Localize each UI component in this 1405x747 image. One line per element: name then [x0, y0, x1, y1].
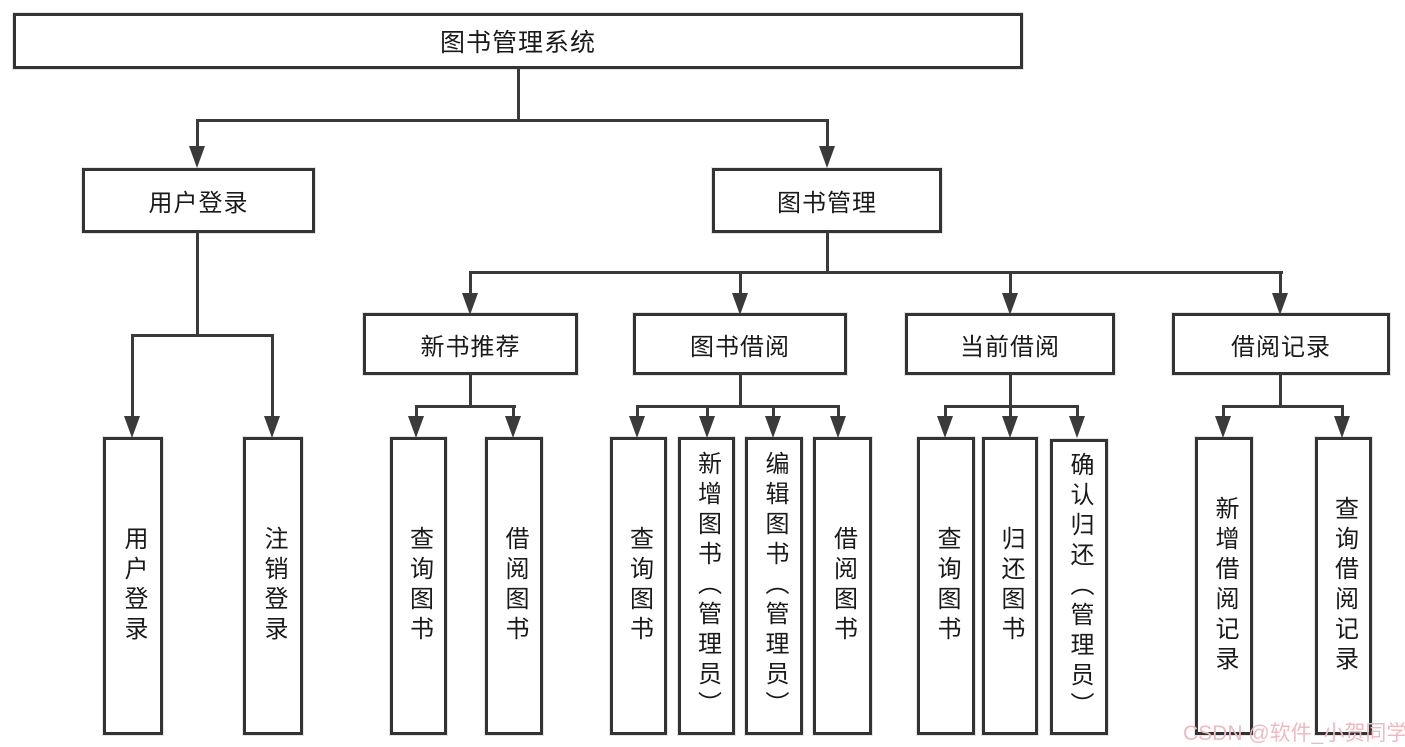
connector-line: [1009, 271, 1012, 297]
leaf-borrow-books-1: 借阅图书: [485, 437, 543, 735]
leaf-label: 用户登录: [120, 526, 147, 646]
node-book-management: 图书管理: [712, 168, 942, 233]
connector-line: [1279, 373, 1282, 408]
connector-line: [469, 271, 1283, 274]
node-library-management-system: 图书管理系统: [13, 13, 1023, 69]
leaf-label: 查询图书: [933, 526, 960, 646]
arrow-down-icon: [1002, 293, 1018, 315]
connector-line: [837, 405, 840, 419]
connector-line: [131, 334, 274, 337]
connector-line: [469, 271, 472, 297]
leaf-confirm-return-admin: 确认归还（管理员）: [1050, 439, 1108, 735]
leaf-label: 编辑图书（管理员）: [761, 451, 788, 721]
node-current-borrowing: 当前借阅: [905, 313, 1115, 375]
connector-line: [826, 119, 829, 150]
connector-line: [512, 405, 515, 419]
arrow-down-icon: [699, 416, 715, 438]
leaf-borrow-books-2: 借阅图书: [813, 437, 872, 735]
leaf-label: 归还图书: [997, 526, 1024, 646]
leaf-query-books-3: 查询图书: [917, 437, 975, 735]
connector-line: [739, 373, 742, 408]
arrow-down-icon: [830, 416, 846, 438]
arrow-down-icon: [1215, 416, 1231, 438]
connector-line: [1222, 405, 1225, 419]
leaf-label: 注销登录: [260, 526, 287, 646]
connector-line: [415, 405, 418, 419]
arrow-down-icon: [629, 416, 645, 438]
arrow-down-icon: [765, 416, 781, 438]
node-borrowing-records: 借阅记录: [1172, 313, 1390, 375]
arrow-down-icon: [937, 416, 953, 438]
connector-line: [469, 373, 472, 408]
leaf-query-borrow-record: 查询借阅记录: [1315, 437, 1372, 735]
connector-line: [196, 231, 199, 337]
connector-line: [739, 271, 742, 297]
connector-line: [1222, 405, 1344, 408]
leaf-add-books-admin: 新增图书（管理员）: [678, 437, 735, 735]
leaf-label: 查询借阅记录: [1330, 496, 1358, 676]
connector-line: [636, 405, 639, 419]
arrow-down-icon: [189, 146, 205, 168]
connector-line: [706, 405, 709, 419]
leaf-user-login: 用户登录: [103, 437, 163, 735]
connector-line: [1279, 271, 1282, 297]
arrow-down-icon: [408, 416, 424, 438]
leaf-add-borrow-record: 新增借阅记录: [1195, 437, 1253, 735]
connector-line: [415, 405, 516, 408]
leaf-return-books: 归还图书: [982, 437, 1038, 735]
connector-line: [1076, 405, 1079, 419]
connector-line: [1009, 373, 1012, 408]
arrow-down-icon: [1272, 293, 1288, 315]
connector-line: [826, 231, 829, 274]
arrow-down-icon: [732, 293, 748, 315]
arrow-down-icon: [1069, 416, 1085, 438]
leaf-edit-books-admin: 编辑图书（管理员）: [745, 437, 803, 735]
arrow-down-icon: [124, 416, 140, 438]
connector-line: [196, 119, 829, 122]
connector-line: [1341, 405, 1344, 419]
arrow-down-icon: [1002, 416, 1018, 438]
connector-line: [636, 405, 840, 408]
connector-line: [271, 334, 274, 419]
connector-line: [1009, 405, 1012, 419]
leaf-query-books-2: 查询图书: [610, 437, 667, 735]
leaf-label: 新增图书（管理员）: [693, 451, 721, 721]
leaf-query-books-1: 查询图书: [390, 437, 447, 735]
node-new-book-recommendation: 新书推荐: [363, 313, 578, 375]
arrow-down-icon: [1334, 416, 1350, 438]
leaf-label: 新增借阅记录: [1211, 496, 1238, 676]
arrow-down-icon: [505, 416, 521, 438]
csdn-watermark: CSDN @软件_小贺同学: [1183, 722, 1405, 745]
leaf-label: 查询图书: [625, 526, 653, 646]
node-user-login: 用户登录: [82, 168, 315, 233]
leaf-label: 借阅图书: [501, 526, 528, 646]
leaf-label: 查询图书: [405, 526, 433, 646]
connector-line: [196, 119, 199, 150]
connector-line: [517, 67, 520, 121]
arrow-down-icon: [264, 416, 280, 438]
node-book-borrowing: 图书借阅: [633, 313, 847, 375]
leaf-label: 确认归还（管理员）: [1066, 452, 1093, 722]
arrow-down-icon: [462, 293, 478, 315]
leaf-logout: 注销登录: [243, 437, 303, 735]
connector-line: [944, 405, 947, 419]
arrow-down-icon: [819, 146, 835, 168]
connector-line: [131, 334, 134, 419]
leaf-label: 借阅图书: [829, 526, 857, 646]
connector-line: [772, 405, 775, 419]
